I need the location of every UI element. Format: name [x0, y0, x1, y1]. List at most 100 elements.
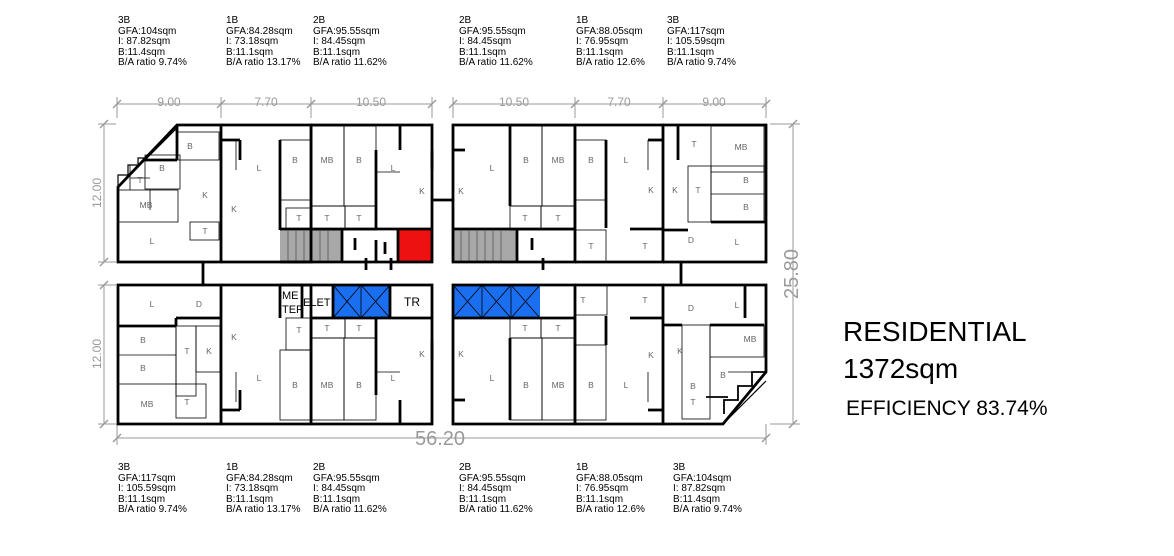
svg-text:MB: MB [321, 155, 334, 165]
svg-text:T: T [555, 323, 560, 333]
summary-title: RESIDENTIAL [843, 316, 1027, 347]
unit-type: 3B [118, 15, 131, 26]
dimension-labels: 9.00 7.70 10.50 10.50 7.70 9.00 12.00 12… [90, 95, 803, 450]
svg-text:L: L [391, 373, 396, 383]
unit-type: 3B [118, 462, 131, 473]
svg-text:K: K [648, 350, 654, 360]
unit-info-top-1: 3B GFA:104sqm I: 87.82sqm B:11.4sqm B/A … [118, 15, 187, 69]
svg-text:B: B [588, 155, 594, 165]
unit-info-bottom-3: 2B GFA:95.55sqm I: 84.45sqm B:11.1sqm B/… [313, 462, 387, 516]
svg-text:T: T [184, 346, 189, 356]
unit-gfa: GFA:88.05sqm [576, 472, 643, 484]
svg-text:T: T [690, 397, 695, 407]
unit-gfa: GFA:95.55sqm [313, 472, 380, 484]
unit-gfa: GFA:95.55sqm [313, 25, 380, 37]
unit-balcony: B:11.4sqm [673, 493, 721, 505]
unit-type: 3B [667, 15, 680, 26]
svg-text:T: T [580, 295, 585, 305]
unit-gfa: GFA:117sqm [667, 25, 725, 37]
unit-internal: I: 84.45sqm [459, 36, 512, 47]
svg-text:B: B [356, 380, 362, 390]
unit-gfa: GFA:117sqm [118, 472, 176, 484]
svg-text:MB: MB [552, 155, 565, 165]
unit-balcony: B:11.1sqm [459, 493, 507, 505]
unit-info-top-4: 2B GFA:95.55sqm I: 84.45sqm B:11.1sqm B/… [459, 15, 533, 69]
unit-internal: I: 84.45sqm [459, 483, 512, 494]
svg-text:D: D [196, 299, 202, 309]
unit-info-top-6: 3B GFA:117sqm I: 105.59sqm B:11.1sqm B/A… [667, 15, 736, 69]
unit-internal: I: 84.45sqm [313, 483, 366, 494]
unit-balcony: B:11.1sqm [459, 46, 507, 58]
svg-text:T: T [296, 325, 301, 335]
unit-ratio: B/A ratio 11.62% [313, 57, 387, 68]
svg-text:L: L [490, 373, 495, 383]
dim-height-bottom: 12.00 [90, 339, 104, 369]
svg-text:T: T [137, 175, 142, 185]
unit-gfa: GFA:88.05sqm [576, 25, 643, 37]
svg-text:B: B [140, 335, 146, 345]
lift-crosses [332, 284, 541, 319]
svg-text:T: T [184, 397, 189, 407]
unit-gfa: GFA:104sqm [118, 25, 177, 37]
unit-ratio: B/A ratio 9.74% [118, 57, 187, 68]
unit-type: 2B [313, 15, 326, 26]
svg-text:T: T [522, 213, 527, 223]
dim-top-1: 9.00 [157, 95, 181, 109]
svg-text:B: B [743, 202, 749, 212]
svg-text:K: K [231, 332, 237, 342]
dim-top-3: 10.50 [356, 95, 386, 109]
svg-text:B: B [743, 175, 749, 185]
svg-text:T: T [356, 323, 361, 333]
svg-text:L: L [624, 155, 629, 165]
unit-balcony: B:11.1sqm [576, 493, 624, 505]
unit-type: 2B [313, 462, 326, 473]
svg-text:B: B [292, 155, 298, 165]
svg-text:MB: MB [744, 334, 757, 344]
unit-ratio: B/A ratio 11.62% [313, 504, 387, 515]
unit-balcony: B:11.4sqm [118, 46, 166, 58]
unit-gfa: GFA:95.55sqm [459, 472, 526, 484]
unit-info-top-5: 1B GFA:88.05sqm I: 76.95sqm B:11.1sqm B/… [576, 15, 645, 69]
unit-gfa: GFA:95.55sqm [459, 25, 526, 37]
unit-gfa: GFA:104sqm [673, 472, 732, 484]
svg-text:D: D [688, 303, 694, 313]
unit-type: 1B [226, 15, 239, 26]
svg-text:L: L [391, 163, 396, 173]
svg-text:T: T [296, 213, 301, 223]
unit-ratio: B/A ratio 9.74% [118, 504, 187, 515]
dim-total-width: 56.20 [415, 428, 465, 450]
svg-text:B: B [187, 141, 193, 151]
unit-info-bottom-1: 3B GFA:117sqm I: 105.59sqm B:11.1sqm B/A… [118, 462, 187, 516]
svg-text:T: T [522, 323, 527, 333]
unit-internal: I: 76.95sqm [576, 36, 629, 47]
dim-height-top: 12.00 [90, 178, 104, 208]
svg-text:D: D [688, 235, 694, 245]
unit-ratio: B/A ratio 9.74% [667, 57, 736, 68]
svg-text:T: T [324, 213, 329, 223]
summary-area: 1372sqm [843, 353, 959, 384]
svg-text:K: K [206, 346, 212, 356]
unit-type: 1B [226, 462, 239, 473]
svg-text:K: K [419, 186, 425, 196]
svg-text:B: B [140, 363, 146, 373]
dim-total-height: 25.80 [781, 249, 803, 299]
unit-ratio: B/A ratio 13.17% [226, 504, 301, 515]
unit-type: 2B [459, 15, 472, 26]
unit-internal: I: 105.59sqm [118, 483, 176, 494]
unit-internal: I: 73.18sqm [226, 36, 279, 47]
unit-info-top-2: 1B GFA:84.28sqm I: 73.18sqm B:11.1sqm B/… [226, 15, 301, 69]
unit-balcony: B:11.1sqm [313, 493, 361, 505]
unit-info-bottom-4: 2B GFA:95.55sqm I: 84.45sqm B:11.1sqm B/… [459, 462, 533, 516]
lift-left [333, 285, 390, 318]
unit-balcony: B:11.1sqm [576, 46, 624, 58]
unit-ratio: B/A ratio 9.74% [673, 504, 742, 515]
svg-text:B: B [159, 163, 165, 173]
svg-text:B: B [523, 155, 529, 165]
unit-internal: I: 87.82sqm [118, 36, 171, 47]
corner-detail [117, 127, 767, 425]
dim-top-2: 7.70 [254, 95, 278, 109]
svg-text:T: T [588, 241, 593, 251]
svg-text:T: T [324, 323, 329, 333]
dimension-lines [98, 97, 800, 445]
